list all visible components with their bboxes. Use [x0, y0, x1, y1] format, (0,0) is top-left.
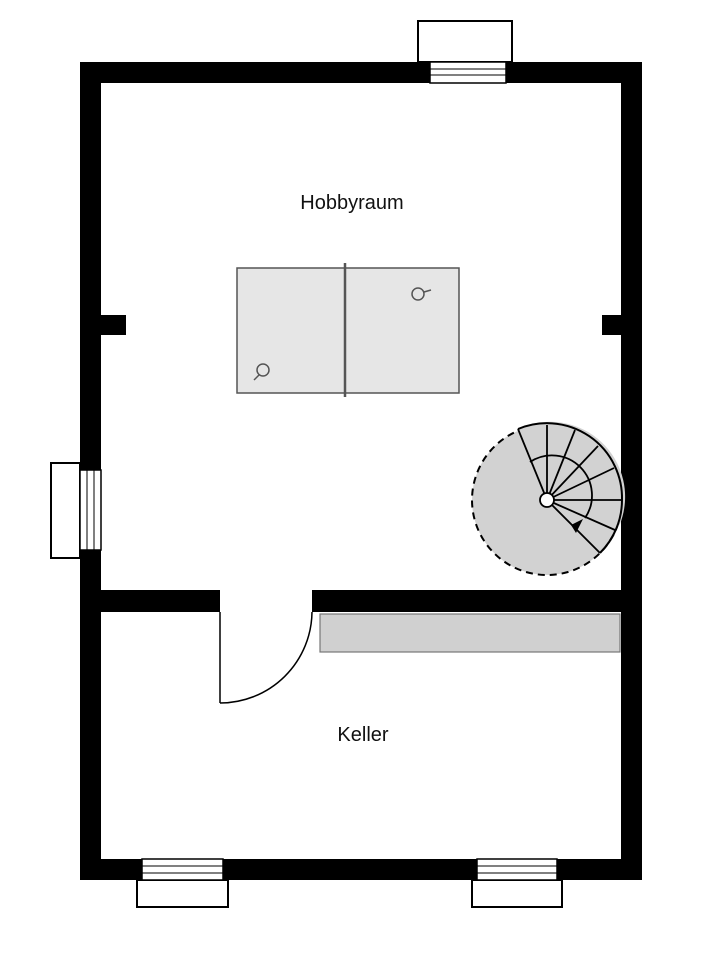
wall-pilaster-right — [602, 315, 622, 335]
room-label-keller: Keller — [337, 724, 388, 746]
window-left — [50, 462, 102, 559]
window-bottom-left — [136, 858, 229, 908]
room-label-hobbyraum: Hobbyraum — [300, 192, 403, 214]
interior-wall-left — [100, 590, 220, 612]
door[interactable] — [219, 611, 313, 704]
wall-pilaster-left — [100, 315, 126, 335]
paddle-icon — [253, 363, 270, 381]
interior-wall-right — [312, 590, 622, 612]
window-bottom-right — [471, 858, 563, 908]
spiral-staircase — [471, 421, 626, 576]
paddle-icon — [411, 287, 432, 301]
stair-direction-arrow-icon — [571, 519, 583, 533]
shelf — [319, 613, 621, 653]
window-top — [417, 20, 513, 84]
table-tennis-table — [236, 263, 460, 397]
